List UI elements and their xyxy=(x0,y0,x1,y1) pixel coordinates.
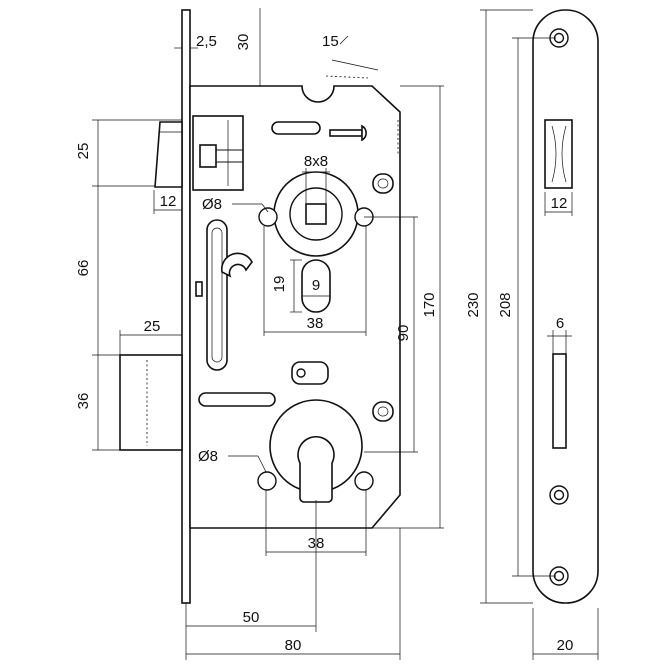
right-slot-top xyxy=(372,173,394,194)
small-block xyxy=(291,361,329,385)
dim-hole-dia-bottom: Ø8 xyxy=(198,448,218,465)
spindle-slot xyxy=(301,259,331,313)
dim-deadbolt-projection: 25 xyxy=(144,318,161,335)
faceplate-dimension-lines xyxy=(480,9,599,660)
faceplate-front xyxy=(532,9,599,604)
latch-bolt xyxy=(154,121,183,188)
faceplate-side xyxy=(181,9,191,604)
screw-pin xyxy=(329,124,367,142)
lower-slot xyxy=(198,392,276,407)
screw-hole-bottom xyxy=(549,566,569,586)
dim-faceplate-length: 230 xyxy=(465,292,482,317)
hole-left-top xyxy=(258,207,278,227)
dim-screw-spacing: 208 xyxy=(497,292,514,317)
screw-hole-middle xyxy=(549,485,569,505)
hole-left-bottom xyxy=(257,471,277,491)
top-slot xyxy=(271,121,321,135)
dim-hole-dia-top: Ø8 xyxy=(202,196,222,213)
dim-bolt-window-width: 6 xyxy=(556,315,564,332)
cam-lever xyxy=(220,252,253,278)
dim-slot-height: 19 xyxy=(271,276,288,293)
hole-right-bottom xyxy=(354,471,374,491)
dim-top-offset: 30 xyxy=(235,34,252,51)
latch-mechanism xyxy=(192,115,244,191)
faceplate-front-view: 230 208 12 6 20 xyxy=(465,9,599,660)
dim-deadbolt-height: 36 xyxy=(75,393,92,410)
dim-bevel-angle: 15 xyxy=(322,33,339,50)
dim-latch-height: 25 xyxy=(75,143,92,160)
body-dimension-lines xyxy=(92,8,444,660)
faceplate-dimension-texts: 230 208 12 6 20 xyxy=(465,195,573,654)
lock-body-view: 2,5 30 15 25 12 8x8 Ø8 66 19 9 38 25 36 … xyxy=(75,8,444,660)
dim-follower-square: 8x8 xyxy=(304,153,328,170)
dim-case-height: 170 xyxy=(421,292,438,317)
bolt-window xyxy=(552,353,567,449)
vertical-slot xyxy=(206,219,228,371)
latch-window xyxy=(544,119,573,189)
cylinder-keyhole-icon xyxy=(297,436,335,503)
dim-center-distance: 90 xyxy=(395,325,412,342)
follower-square-icon xyxy=(305,203,327,225)
dim-slot-width: 9 xyxy=(312,277,320,294)
body-dimension-texts: 2,5 30 15 25 12 8x8 Ø8 66 19 9 38 25 36 … xyxy=(75,33,438,654)
dim-faceplate-width: 20 xyxy=(557,637,574,654)
dim-latch-projection: 12 xyxy=(160,193,177,210)
cylinder-opening xyxy=(257,399,374,503)
dim-between-bolts: 66 xyxy=(75,260,92,277)
dim-top-hole-spacing: 38 xyxy=(307,315,324,332)
dim-bottom-hole-spacing: 38 xyxy=(308,535,325,552)
dim-latch-window-width: 12 xyxy=(551,195,568,212)
dim-backset: 50 xyxy=(243,609,260,626)
dim-plate-thickness: 2,5 xyxy=(196,33,217,50)
right-slot-bottom xyxy=(372,401,394,422)
deadbolt xyxy=(119,354,183,451)
dim-case-depth: 80 xyxy=(285,637,302,654)
